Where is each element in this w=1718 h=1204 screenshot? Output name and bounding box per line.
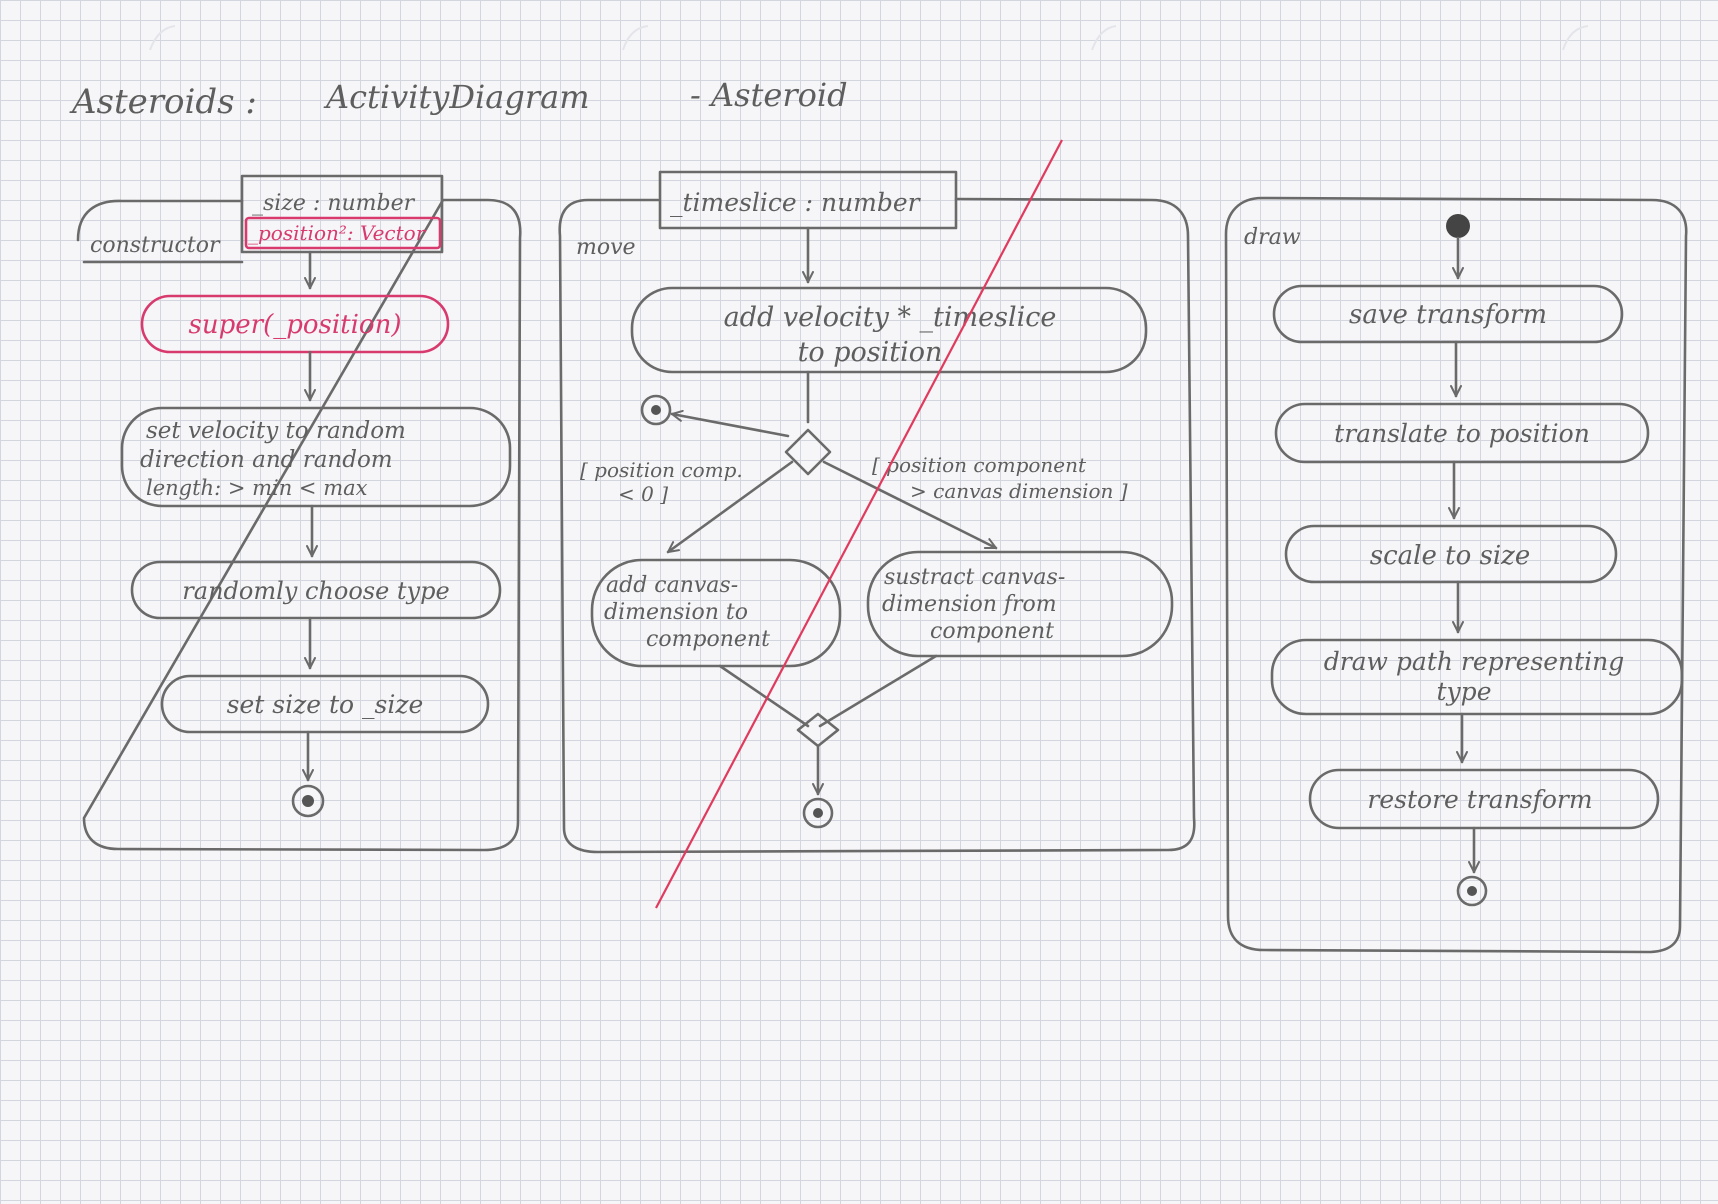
action-set-size: [160, 674, 490, 734]
activity-move: move _timeslice : number add velocity * …: [558, 170, 1196, 854]
action-draw-path-line2: type: [1437, 677, 1492, 706]
action-save-transform-label: save transform: [1349, 300, 1547, 330]
diagram-title: Asteroids : ActivityDiagram - Asteroid: [69, 76, 848, 122]
draw-frame: [1224, 196, 1688, 954]
title-subject: - Asteroid: [690, 76, 848, 114]
guard-left-line1: [ position comp.: [580, 458, 743, 482]
action-add-velocity-line1: add velocity * _timeslice: [724, 302, 1057, 333]
action-scale: [1284, 524, 1618, 584]
action-set-velocity: [120, 406, 512, 508]
action-set-size-label: set size to _size: [227, 690, 424, 719]
action-super-label: super(_position): [189, 310, 402, 340]
action-translate: [1274, 402, 1650, 464]
action-add-velocity: [630, 286, 1148, 374]
draw-initial-node: [1446, 214, 1470, 238]
draw-name: draw: [1244, 225, 1301, 250]
action-set-velocity-line3: length: > min < max: [146, 476, 368, 500]
arrow-to-early-final: [672, 414, 790, 438]
action-translate-label: translate to position: [1334, 419, 1590, 448]
decision-node: [784, 428, 832, 476]
action-subtract-canvas-dimension: [866, 550, 1174, 658]
action-add-canvas-line2: dimension to: [604, 600, 748, 625]
action-restore-transform: [1308, 768, 1660, 830]
arrow-branch-left: [668, 460, 794, 552]
action-scale-label: scale to size: [1370, 541, 1530, 571]
cross-out-line: [655, 139, 1063, 909]
activity-draw: draw save transform translate to positio…: [1224, 196, 1688, 954]
move-name: move: [576, 235, 636, 260]
action-draw-path: [1270, 638, 1684, 716]
move-frame: [558, 197, 1196, 854]
action-draw-path-line1: draw path representing: [1324, 647, 1625, 676]
activity-constructor: constructor _size : number _position²: V…: [76, 174, 522, 852]
draw-final-node: [1456, 875, 1488, 907]
guard-right-line2: > canvas dimension ]: [910, 479, 1128, 503]
param-position: _position²: Vector: [248, 221, 427, 245]
arrow-merge-right: [818, 654, 938, 728]
action-restore-transform-label: restore transform: [1367, 785, 1592, 814]
action-add-canvas-line3: component: [646, 627, 770, 652]
arrow-branch-right: [822, 460, 996, 550]
move-early-final-node: [640, 394, 672, 426]
action-save-transform: [1272, 284, 1624, 344]
action-choose-type-label: randomly choose type: [182, 577, 449, 605]
action-super: [140, 294, 450, 354]
action-subtract-canvas-line1: sustract canvas-: [884, 565, 1065, 590]
action-choose-type: [130, 560, 502, 620]
param-timeslice: _timeslice : number: [670, 188, 922, 217]
constructor-param-box: [240, 174, 444, 254]
action-set-velocity-line1: set velocity to random: [146, 418, 406, 444]
action-add-canvas-dimension: [590, 558, 842, 668]
action-set-velocity-line2: direction and random: [140, 447, 393, 473]
constructor-frame: [76, 198, 522, 852]
action-subtract-canvas-line2: dimension from: [882, 592, 1057, 617]
action-add-canvas-line1: add canvas-: [606, 573, 738, 598]
constructor-name: constructor: [90, 233, 221, 258]
action-add-velocity-line2: to position: [798, 337, 943, 368]
title-diagram-type: ActivityDiagram: [323, 78, 590, 116]
param-size: _size : number: [252, 191, 416, 216]
param-position-red-mark: [244, 216, 442, 250]
guard-left-line2: < 0 ]: [618, 482, 668, 506]
guard-right-line1: [ position component: [872, 453, 1087, 477]
action-subtract-canvas-line3: component: [930, 619, 1054, 644]
constructor-final-node: [291, 784, 325, 818]
title-project: Asteroids :: [69, 82, 257, 122]
move-final-node: [802, 797, 834, 829]
binder-hole-marks: [149, 25, 1589, 51]
arrow-merge-left: [718, 664, 810, 728]
